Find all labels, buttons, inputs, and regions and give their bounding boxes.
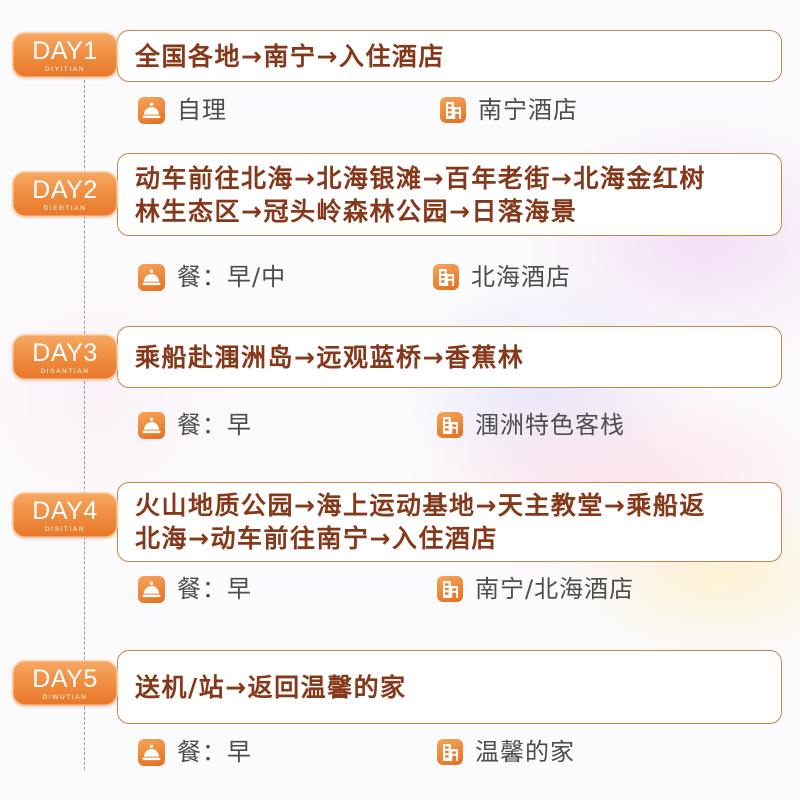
meal-info: 餐：早	[138, 575, 252, 603]
hotel-info: 南宁/北海酒店	[437, 575, 634, 603]
meal-text: 餐：早	[177, 575, 252, 603]
meal-text: 自理	[177, 96, 227, 124]
meal-text: 餐：早	[177, 411, 252, 439]
hotel-glyph	[444, 101, 463, 120]
day-pinyin: DIWUTIAN	[42, 694, 88, 701]
hotel-icon	[433, 264, 459, 290]
day-pinyin: DISANTIAN	[40, 368, 90, 375]
hotel-icon	[437, 412, 463, 438]
meal-info: 餐：早	[138, 411, 252, 439]
cloche-glyph	[141, 579, 162, 600]
cloche-glyph	[141, 267, 162, 288]
route-box: 乘船赴涠洲岛→远观蓝桥→香蕉林	[117, 326, 782, 388]
route-text: 火山地质公园→海上运动基地→天主教堂→乘船返	[135, 491, 706, 520]
cloche-icon	[138, 575, 165, 603]
day-badge: DAY2 DIERTIAN	[12, 171, 118, 217]
hotel-icon	[440, 97, 466, 123]
day-label: DAY3	[32, 339, 98, 367]
hotel-info: 南宁酒店	[440, 96, 578, 124]
timeline-dashed-line	[84, 80, 85, 770]
meal-info: 餐：早	[138, 738, 252, 766]
hotel-text: 南宁酒店	[478, 96, 578, 124]
hotel-text: 温馨的家	[475, 738, 575, 766]
route-text: 林生态区→冠头岭森林公园→日落海景	[135, 196, 578, 226]
hotel-info: 涠洲特色客栈	[437, 411, 625, 439]
day-badge: DAY1 DIYITIAN	[12, 32, 118, 78]
meal-info: 自理	[138, 96, 227, 124]
day-pinyin: DIERTIAN	[43, 205, 87, 212]
cloche-glyph	[141, 100, 162, 121]
hotel-text: 北海酒店	[471, 263, 571, 291]
route-text: 北海→动车前往南宁→入住酒店	[135, 524, 498, 553]
hotel-icon	[437, 739, 463, 765]
route-text: 乘船赴涠洲岛→远观蓝桥→香蕉林	[135, 342, 525, 372]
day-label: DAY5	[32, 665, 98, 693]
cloche-glyph	[141, 742, 162, 763]
hotel-glyph	[441, 743, 460, 762]
meal-info: 餐：早/中	[138, 263, 286, 291]
cloche-icon	[138, 96, 165, 124]
hotel-info: 北海酒店	[433, 263, 571, 291]
route-text: 送机/站→返回温馨的家	[135, 672, 407, 702]
day-badge: DAY3 DISANTIAN	[12, 334, 118, 380]
route-text: 全国各地→南宁→入住酒店	[135, 41, 445, 71]
hotel-text: 涠洲特色客栈	[475, 411, 625, 439]
route-box: 全国各地→南宁→入住酒店	[117, 30, 782, 82]
meal-text: 餐：早/中	[177, 263, 287, 291]
hotel-text: 南宁/北海酒店	[475, 575, 635, 603]
cloche-glyph	[141, 415, 162, 436]
route-box: 火山地质公园→海上运动基地→天主教堂→乘船返 北海→动车前往南宁→入住酒店	[117, 482, 782, 562]
route-box: 动车前往北海→北海银滩→百年老街→北海金红树 林生态区→冠头岭森林公园→日落海景	[117, 153, 782, 236]
hotel-info: 温馨的家	[437, 738, 575, 766]
route-text: 动车前往北海→北海银滩→百年老街→北海金红树	[135, 163, 706, 193]
hotel-glyph	[441, 416, 460, 435]
day-pinyin: DIYITIAN	[44, 66, 86, 73]
route-box: 送机/站→返回温馨的家	[117, 650, 782, 724]
cloche-icon	[138, 738, 165, 766]
day-badge: DAY4 DISITIAN	[12, 492, 118, 538]
hotel-glyph	[441, 580, 460, 599]
day-label: DAY1	[32, 37, 98, 65]
day-label: DAY2	[32, 176, 98, 204]
meal-text: 餐：早	[177, 738, 252, 766]
day-label: DAY4	[32, 497, 98, 525]
cloche-icon	[138, 263, 165, 291]
hotel-glyph	[437, 268, 456, 287]
day-badge: DAY5 DIWUTIAN	[12, 660, 118, 706]
cloche-icon	[138, 411, 165, 439]
day-pinyin: DISITIAN	[44, 526, 86, 533]
hotel-icon	[437, 576, 463, 602]
